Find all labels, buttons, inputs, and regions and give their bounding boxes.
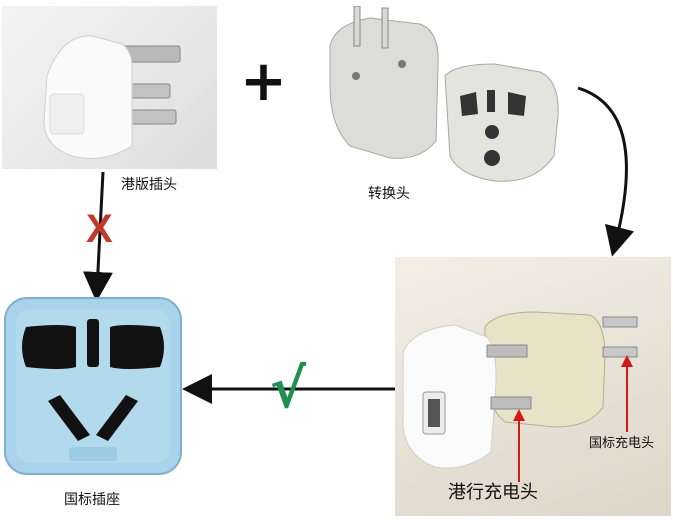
adapter-label: 转换头	[368, 186, 410, 202]
hk-charger-label: 港行充电头	[448, 482, 538, 503]
adapter-to-combo-arrow	[577, 86, 635, 257]
adapter-photo	[310, 5, 568, 186]
intl-socket-label: 国标插座	[64, 492, 120, 508]
intl-socket-photo	[4, 297, 182, 475]
hk-plug-photo	[2, 6, 217, 169]
adapter-icon	[329, 5, 559, 182]
intl-charger-label: 国标充电头	[589, 436, 655, 451]
hk-to-socket-arrow	[82, 171, 113, 302]
combo-photo	[395, 257, 671, 516]
check-mark: √	[270, 357, 307, 420]
hk-plug-icon	[43, 35, 181, 159]
socket-icon	[4, 297, 182, 475]
combo-charger-icon	[402, 311, 638, 482]
hk-plug-label: 港版插头	[121, 177, 177, 193]
plus-sign: +	[240, 49, 287, 114]
cross-mark: X	[86, 207, 113, 251]
